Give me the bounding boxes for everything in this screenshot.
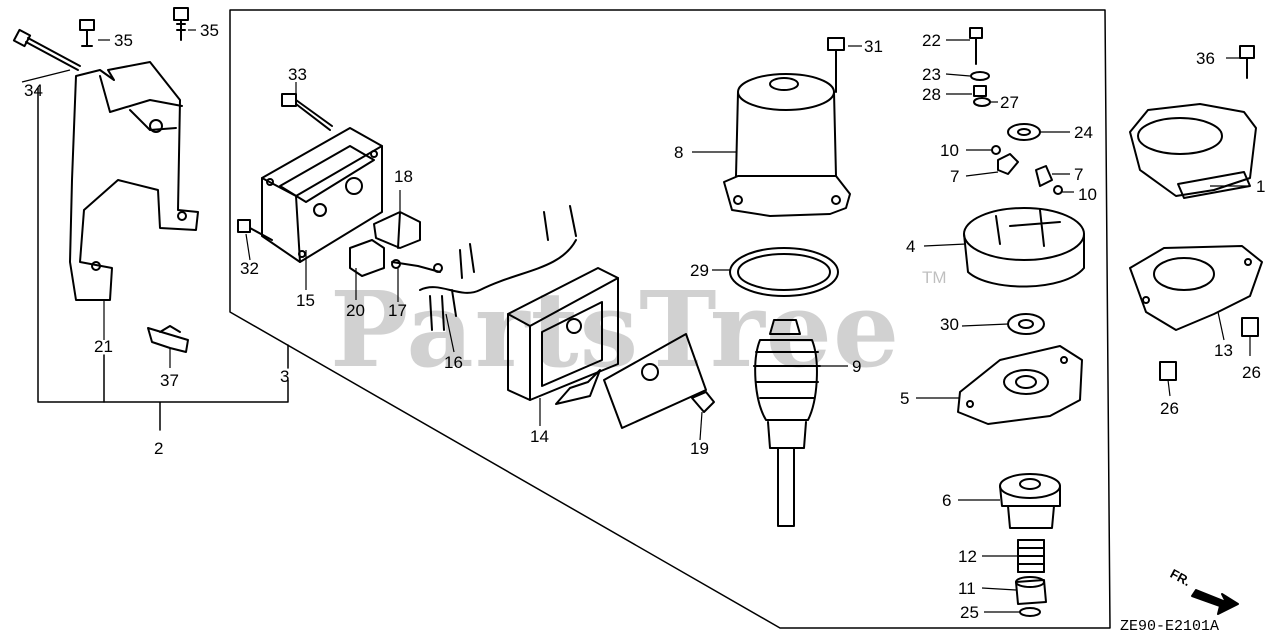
part-label-31: 31 (864, 37, 883, 56)
bracket-21 (69, 61, 199, 301)
part-label-23: 23 (922, 65, 941, 84)
part-label-2: 2 (154, 439, 164, 458)
part-label-37: 37 (160, 371, 179, 390)
control-box-15 (261, 127, 383, 263)
cap-19 (691, 391, 715, 413)
part-label-9: 9 (852, 357, 862, 376)
control-unit-14 (507, 267, 619, 405)
bolt-36 (1239, 45, 1255, 79)
part-label-4: 4 (906, 237, 916, 256)
diagram-code: ZE90-E2101A (1120, 618, 1220, 635)
clip-37 (147, 325, 189, 353)
part-label-28: 28 (922, 85, 941, 104)
bolt-35-left (79, 19, 95, 47)
gasket-13 (1129, 245, 1263, 331)
nut-26-left (1159, 361, 1177, 381)
part-label-10-left: 10 (940, 141, 959, 160)
collar-11 (1015, 579, 1047, 605)
group-bracket-2-3 (37, 87, 289, 431)
part-label-6: 6 (942, 491, 952, 510)
part-label-7-right: 7 (1074, 165, 1084, 184)
gasket (603, 333, 707, 429)
washer-27 (973, 97, 991, 107)
part-label-5: 5 (900, 389, 910, 408)
part-label-3: 3 (280, 367, 290, 386)
part-label-22: 22 (922, 31, 941, 50)
brush-7-left (997, 153, 1019, 175)
part-label-30: 30 (940, 315, 959, 334)
pinion-6 (999, 473, 1061, 529)
part-label-20: 20 (346, 301, 365, 320)
spring-10-left (991, 145, 1001, 155)
part-label-35-right: 35 (200, 21, 219, 40)
switch-18 (373, 211, 421, 249)
part-label-8: 8 (674, 143, 684, 162)
part-label-12: 12 (958, 547, 977, 566)
wire-harness-16 (391, 205, 577, 331)
part-label-26-left: 26 (1160, 399, 1179, 418)
part-label-14: 14 (530, 427, 549, 446)
part-label-19: 19 (690, 439, 709, 458)
part-label-21: 21 (94, 337, 113, 356)
watermark: PartsTree (330, 268, 901, 391)
nut-26-right (1241, 317, 1259, 337)
brush-holder-4 (963, 207, 1085, 288)
part-label-35-left: 35 (114, 31, 133, 50)
part-label-16: 16 (444, 353, 463, 372)
bushing-28 (973, 85, 987, 97)
part-label-18: 18 (394, 167, 413, 186)
spring-12 (1017, 539, 1045, 573)
bolt-31 (827, 37, 845, 93)
trademark-mark: TM (922, 268, 947, 287)
bolt-33 (281, 93, 333, 131)
part-label-15: 15 (296, 291, 315, 310)
part-label-29: 29 (690, 261, 709, 280)
bearing-30 (1007, 313, 1045, 335)
bolt-35-right (173, 7, 189, 41)
connector-20 (349, 239, 385, 277)
bolt-32 (237, 219, 273, 241)
o-ring-29 (729, 247, 839, 297)
motor-housing-8 (723, 73, 851, 217)
part-label-17: 17 (388, 301, 407, 320)
part-label-32: 32 (240, 259, 259, 278)
assembly-outline (229, 9, 1111, 629)
part-label-11: 11 (958, 579, 976, 598)
washer-23 (970, 71, 990, 81)
direction-arrow (1191, 589, 1239, 615)
part-label-26-right: 26 (1242, 363, 1261, 382)
part-label-25: 25 (960, 603, 979, 622)
end-cover-5 (957, 345, 1083, 425)
part-label-33: 33 (288, 65, 307, 84)
bolt-22 (969, 27, 983, 65)
brush-7-right (1035, 165, 1053, 187)
ring-25 (1019, 607, 1041, 617)
part-label-7-left: 7 (950, 167, 960, 186)
part-label-24: 24 (1074, 123, 1093, 142)
washer-24 (1007, 123, 1041, 141)
part-label-27: 27 (1000, 93, 1019, 112)
spring-10-right (1053, 185, 1063, 195)
part-label-10-right: 10 (1078, 185, 1097, 204)
part-label-36: 36 (1196, 49, 1215, 68)
part-label-13: 13 (1214, 341, 1233, 360)
part-label-1: 1 (1256, 177, 1266, 196)
cover-1 (1129, 103, 1257, 199)
part-label-34: 34 (24, 81, 43, 100)
armature-9 (753, 319, 821, 527)
bolt-34 (12, 28, 81, 71)
